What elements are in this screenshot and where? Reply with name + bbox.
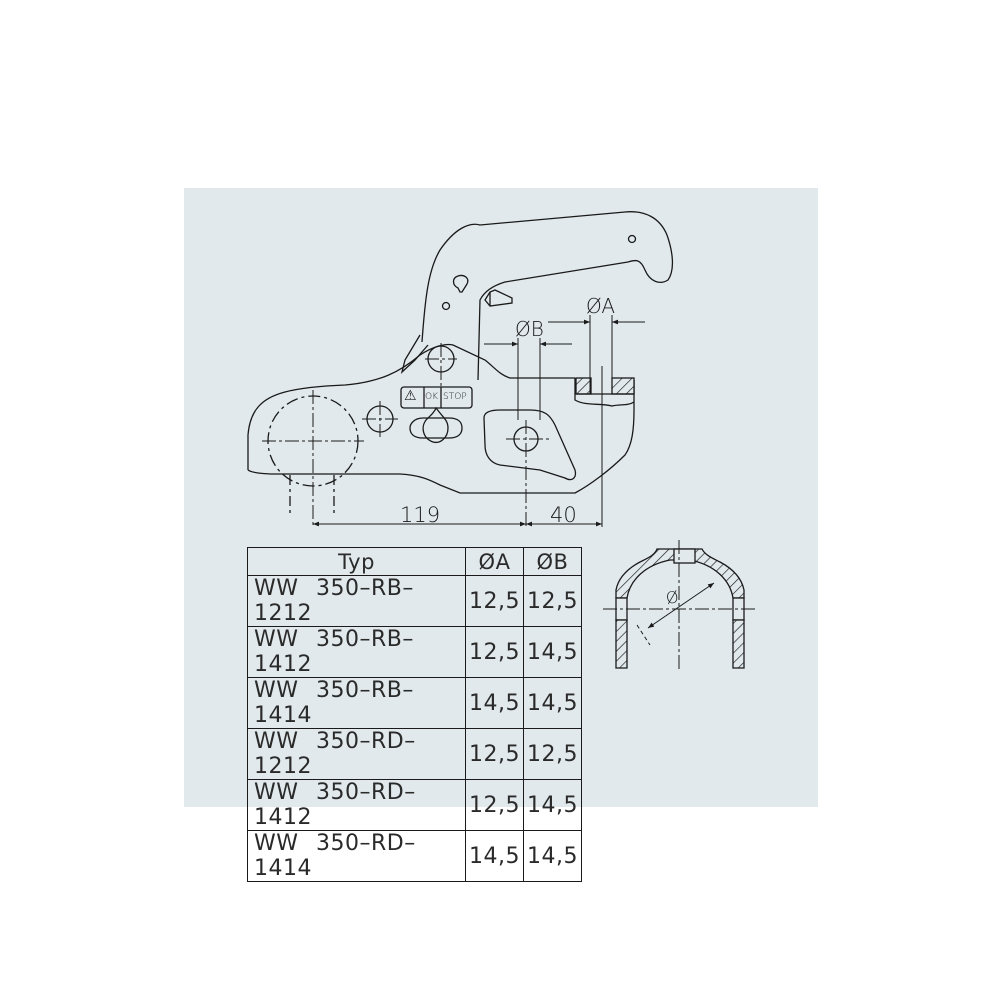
cell-dia-a: 14,5 [465, 677, 524, 729]
cell-typ: WW 350–RD–1212 [247, 728, 466, 780]
header-dia-b: ØB [523, 547, 582, 576]
cell-dia-a: 12,5 [465, 575, 524, 627]
coupling-body [247, 343, 635, 494]
header-typ: Typ [247, 547, 466, 576]
cell-dia-a: 14,5 [465, 830, 524, 882]
cell-typ: WW 350–RB–1412 [247, 626, 466, 678]
cell-dia-b: 14,5 [523, 779, 582, 831]
table-row: WW 350–RD–1212 12,5 12,5 [247, 728, 582, 780]
cell-dia-b: 14,5 [523, 626, 582, 678]
table-row: WW 350–RB–1414 14,5 14,5 [247, 677, 582, 729]
dimension-label-119: 119 [400, 503, 441, 527]
cell-dia-b: 12,5 [523, 575, 582, 627]
table-row: WW 350–RD–1412 12,5 14,5 [247, 779, 582, 831]
dimension-label-dia-b: ØB [515, 317, 544, 341]
section-diameter-label: Ø [664, 587, 681, 608]
cell-typ: WW 350–RD–1412 [247, 779, 466, 831]
table-row: WW 350–RB–1212 12,5 12,5 [247, 575, 582, 627]
stop-label: STOP [443, 392, 467, 402]
cell-dia-b: 12,5 [523, 728, 582, 780]
cell-dia-b: 14,5 [523, 677, 582, 729]
warning-icon: ⚠ [404, 388, 417, 404]
lever-handle [400, 211, 674, 381]
spec-table: Typ ØA ØB WW 350–RB–1212 12,5 12,5 WW 35… [247, 547, 582, 882]
table-row: WW 350–RD–1414 14,5 14,5 [247, 830, 582, 882]
cell-dia-a: 12,5 [465, 728, 524, 780]
header-dia-a: ØA [465, 547, 524, 576]
table-row: WW 350–RB–1412 12,5 14,5 [247, 626, 582, 678]
dimension-label-dia-a: ØA [586, 294, 616, 318]
cell-dia-a: 12,5 [465, 779, 524, 831]
ok-label: OK [425, 392, 438, 402]
cell-dia-b: 14,5 [523, 830, 582, 882]
cell-typ: WW 350–RB–1212 [247, 575, 466, 627]
table-header-row: Typ ØA ØB [247, 547, 582, 576]
dimension-label-40: 40 [550, 503, 577, 527]
cell-typ: WW 350–RD–1414 [247, 830, 466, 882]
cell-dia-a: 12,5 [465, 626, 524, 678]
cell-typ: WW 350–RB–1414 [247, 677, 466, 729]
